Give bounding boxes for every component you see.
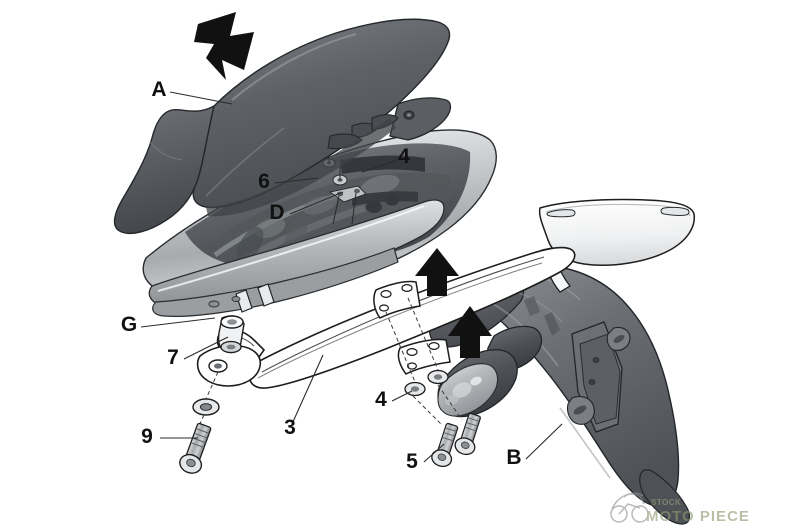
rack-arm-part-3 (196, 246, 576, 389)
callout-label-4-top: 4 (398, 145, 410, 168)
arrow-seat-removal (194, 12, 254, 80)
callout-label-4-bottom: 4 (375, 388, 387, 411)
arrow-rack-install-left (415, 248, 459, 296)
top-case-mounting-plate (538, 198, 696, 293)
watermark: STOCK MOTO PIECE (610, 492, 750, 525)
watermark-tagline: STOCK (651, 498, 681, 507)
callout-label-6: 6 (258, 170, 270, 193)
callout-label-A: A (151, 78, 166, 101)
motorcycle-icon (610, 492, 649, 523)
callout-label-9: 9 (141, 425, 153, 448)
bolts-part-5 (431, 412, 481, 468)
callout-label-B: B (506, 446, 521, 469)
arrow-rack-install-right (448, 306, 492, 358)
callout-label-3: 3 (284, 416, 296, 439)
tail-mount-tabs (208, 283, 275, 313)
seat-cowl-part-a (113, 18, 452, 235)
turn-signal-assembly (437, 325, 543, 418)
watermark-brand: MOTO PIECE (646, 508, 750, 525)
callout-label-G: G (121, 313, 137, 336)
callout-label-D: D (269, 201, 284, 224)
washer-and-bolt-left (179, 371, 220, 474)
leader-lines (140, 91, 563, 463)
spacer-part-7 (217, 315, 245, 354)
callout-label-5: 5 (406, 450, 418, 473)
callout-label-7: 7 (167, 346, 179, 369)
